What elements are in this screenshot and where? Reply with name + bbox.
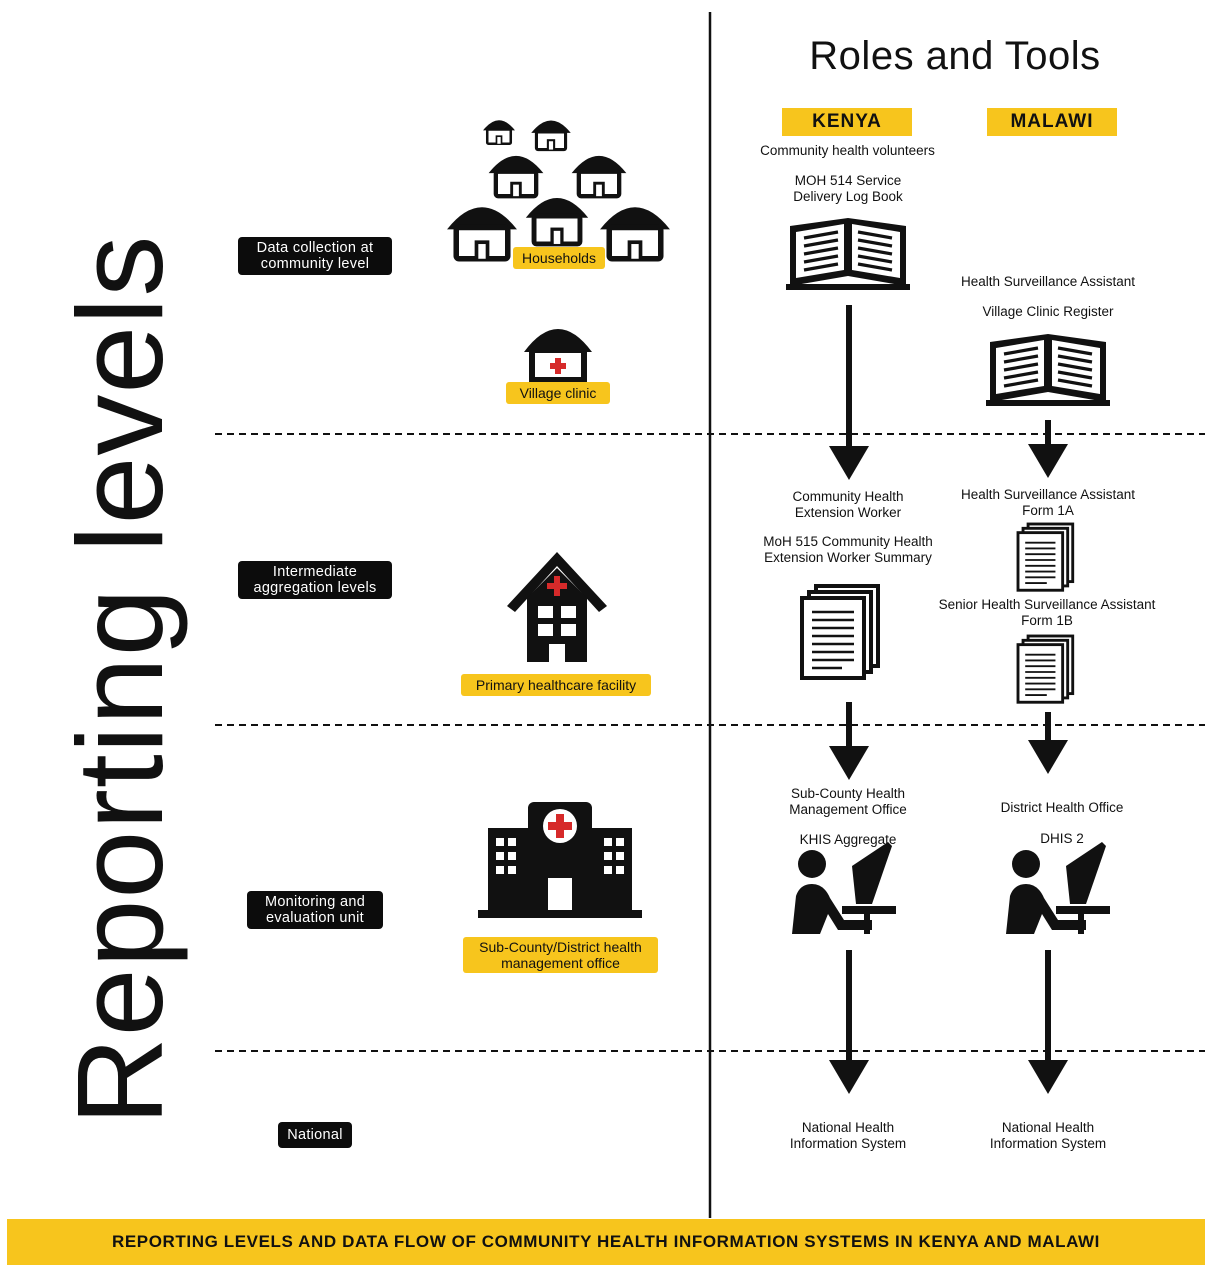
households-icon [447,118,670,259]
reporting-levels-label: Reporting levels [52,234,188,1126]
kenya-khis-worker-icon [792,842,896,934]
malawi-flow-arrows [1028,420,1068,1094]
level-monitoring: Monitoring and evaluation unit [247,891,383,929]
kenya-flow-arrows [829,305,869,1094]
level-intermediate: Intermediate aggregation levels [238,561,392,599]
kenya-tag: KENYA [782,108,912,136]
malawi-role-hsa: Health Surveillance Assistant [960,274,1136,289]
kenya-tool-moh514: MOH 514 Service Delivery Log Book [793,173,903,204]
kenya-logbook-icon [784,216,912,292]
kenya-tool-khis: KHIS Aggregate [799,832,897,847]
malawi-form1a-papers-icon [1016,522,1075,592]
kenya-summary-papers-icon [800,584,880,680]
malawi-form1b-papers-icon [1016,634,1075,704]
kenya-role-subcounty: Sub-County Health Management Office [789,786,907,817]
page-title: Roles and Tools [809,34,1101,78]
malawi-tool-dhis2: DHIS 2 [1040,831,1084,846]
district-office-label: Sub-County/District health management of… [463,937,658,973]
malawi-role-shsa-form1b: Senior Health Surveillance Assistant For… [938,597,1156,628]
village-clinic-label: Village clinic [506,382,610,404]
district-hospital-icon [478,802,642,918]
kenya-national-his: National Health Information System [789,1120,907,1151]
primary-healthcare-facility-icon [507,552,607,662]
malawi-role-dho: District Health Office [1000,800,1124,815]
primary-facility-label: Primary healthcare facility [461,674,651,696]
level-national: National [278,1122,352,1148]
malawi-tag: MALAWI [987,108,1117,136]
malawi-dhis-worker-icon [1006,842,1110,934]
kenya-role-chv: Community health volunteers [760,143,935,158]
kenya-tool-moh515: MoH 515 Community Health Extension Worke… [763,534,933,565]
malawi-tool-register: Village Clinic Register [982,304,1114,319]
footer-banner: REPORTING LEVELS AND DATA FLOW OF COMMUN… [7,1219,1205,1265]
level-community: Data collection at community level [238,237,392,275]
malawi-register-icon [984,332,1112,408]
malawi-role-hsa-form1a: Health Surveillance Assistant Form 1A [960,487,1136,518]
households-label: Households [513,247,605,269]
village-clinic-icon [524,329,592,383]
malawi-national-his: National Health Information System [989,1120,1107,1151]
kenya-role-chew: Community Health Extension Worker [792,489,904,520]
level-separators [215,433,1205,1052]
